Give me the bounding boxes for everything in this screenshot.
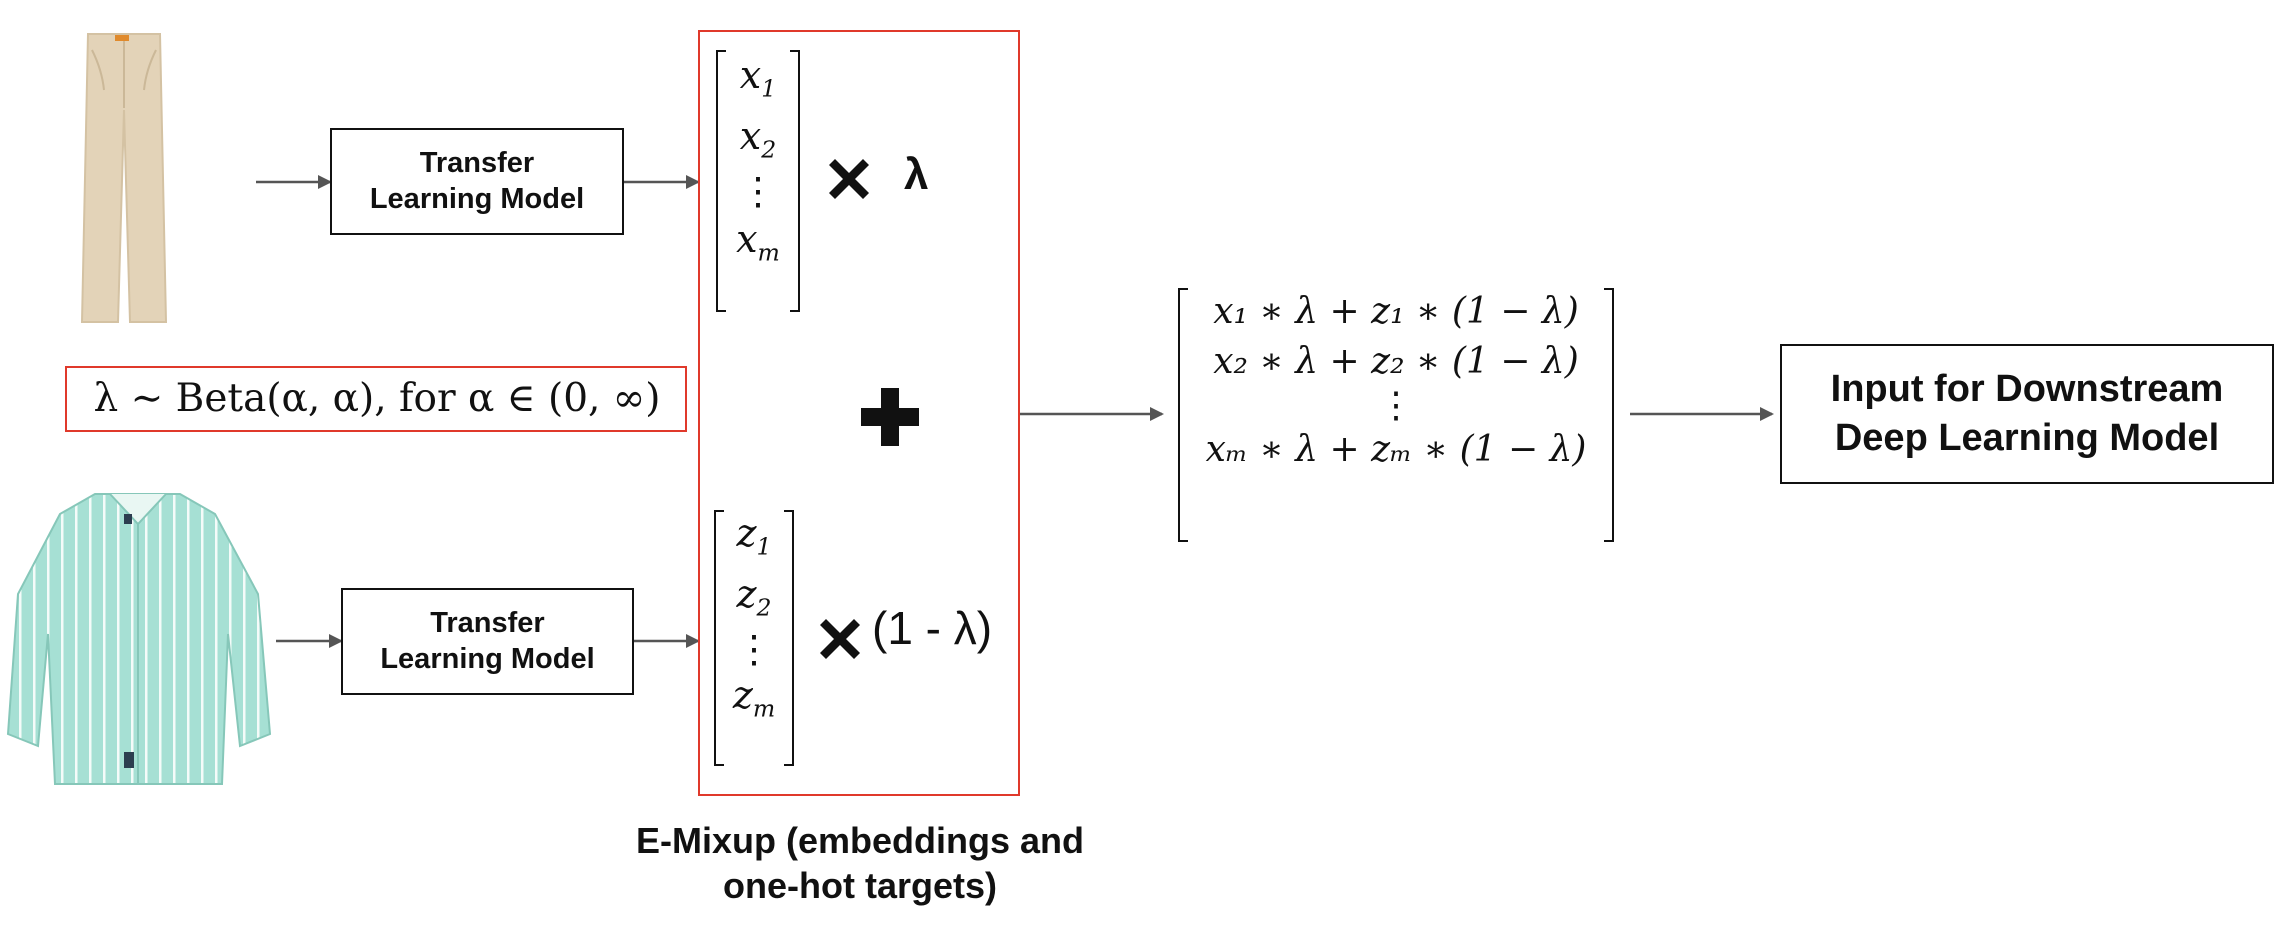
shirt-image [6, 493, 272, 785]
x-vector-row: xm [736, 217, 780, 267]
multiply-icon [829, 159, 869, 199]
emixup-caption-line2: one-hot targets) [723, 865, 997, 906]
x-vector-row: ⋮ [739, 169, 777, 214]
z-vector: z1 z2 ⋮ zm [714, 510, 794, 766]
transfer-top-line1: Transfer [419, 147, 535, 180]
x-vector-row: x2 [739, 114, 777, 164]
x-vector: x1 x2 ⋮ xm [716, 50, 800, 312]
result-matrix: x₁ ∗ λ + z₁ ∗ (1 − λ) x₂ ∗ λ + z₂ ∗ (1 −… [1178, 288, 1614, 542]
plus-icon [861, 388, 919, 446]
z-vector-row: z2 [736, 572, 772, 622]
result-row: ⋮ [1378, 385, 1414, 426]
multiply-icon [820, 619, 860, 659]
pants-image [80, 33, 168, 323]
result-row: xₘ ∗ λ + zₘ ∗ (1 − λ) [1205, 429, 1587, 470]
x-vector-row: x1 [739, 53, 777, 103]
x-vector-left-bracket [716, 50, 726, 312]
transfer-bottom-line1: Transfer [430, 607, 545, 640]
z-vector-row: zm [732, 673, 776, 723]
result-row: x₂ ∗ λ + z₂ ∗ (1 − λ) [1213, 341, 1579, 382]
lambda-label: λ [904, 150, 929, 199]
z-vector-right-bracket [784, 510, 794, 766]
x-vector-right-bracket [790, 50, 800, 312]
transfer-top-line2: Learning Model [369, 182, 585, 215]
one-minus-lambda-label: (1 - λ) [872, 602, 993, 654]
emixup-frame [698, 30, 1020, 796]
z-vector-left-bracket [714, 510, 724, 766]
transfer-learning-model-bottom: Transfer Learning Model [341, 588, 634, 695]
lambda-formula-box [65, 366, 687, 432]
output-line1: Input for Downstream [1830, 368, 2224, 411]
result-row: x₁ ∗ λ + z₁ ∗ (1 − λ) [1213, 291, 1579, 332]
emixup-caption-line1: E-Mixup (embeddings and [635, 820, 1084, 861]
lambda-formula: λ ∼ Beta(α, α), for α ∈ (0, ∞) [93, 376, 661, 421]
result-left-bracket [1178, 288, 1188, 542]
result-right-bracket [1604, 288, 1614, 542]
emixup-caption: E-Mixup (embeddings and one-hot targets) [560, 818, 1160, 908]
z-vector-row: z1 [736, 511, 772, 561]
downstream-input-box: Input for Downstream Deep Learning Model [1780, 344, 2274, 484]
output-line2: Deep Learning Model [1834, 417, 2220, 459]
z-vector-row: ⋮ [735, 627, 773, 672]
transfer-learning-model-top: Transfer Learning Model [330, 128, 624, 235]
transfer-bottom-line2: Learning Model [380, 642, 595, 675]
